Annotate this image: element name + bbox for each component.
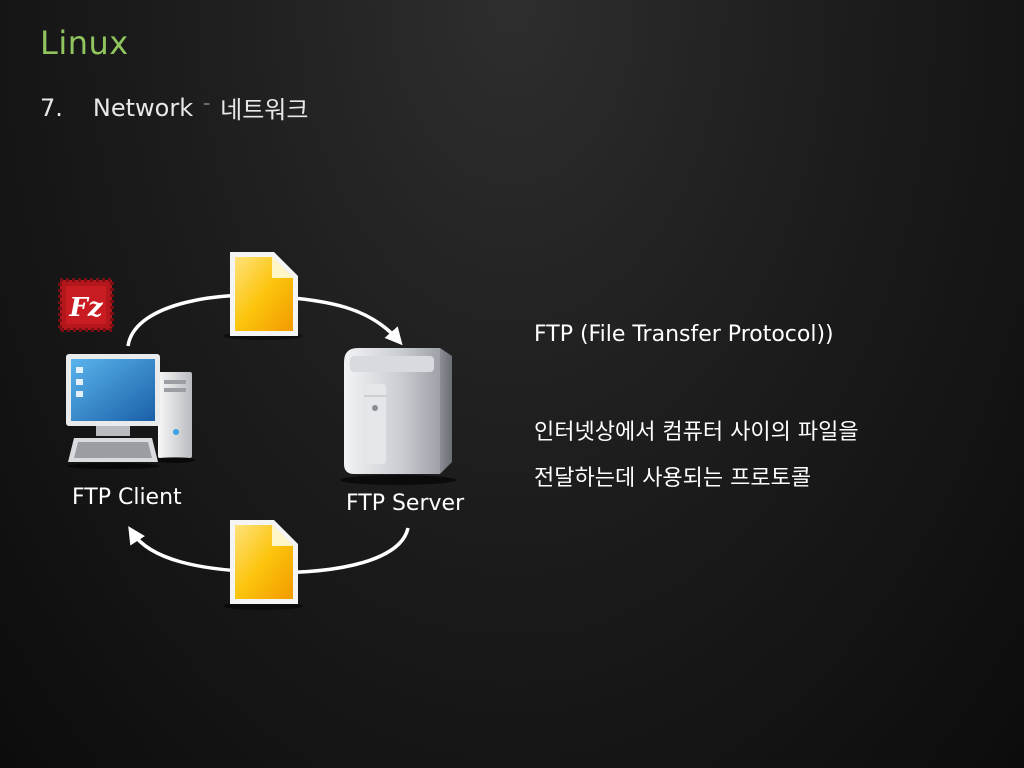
subtitle-korean: 네트워크 (220, 96, 309, 124)
ftp-server-label: FTP Server (346, 491, 465, 516)
description-line-1: 인터넷상에서 컴퓨터 사이의 파일을 (534, 420, 859, 445)
subtitle-text: Network (92, 93, 194, 122)
slide-subtitle: 7. Network – 네트워크 (40, 90, 308, 125)
ftp-client-label: FTP Client (72, 485, 182, 510)
subtitle-separator: – (203, 95, 211, 112)
filezilla-logo-icon: Fz (58, 278, 114, 332)
description-heading: FTP (File Transfer Protocol)) (534, 322, 834, 347)
subtitle-number: 7. (40, 93, 63, 122)
desktop-computer-icon (66, 354, 195, 469)
document-icon (223, 520, 303, 610)
server-tower-icon (340, 348, 456, 485)
description-line-2: 전달하는데 사용되는 프로토콜 (534, 466, 812, 491)
svg-text:Fz: Fz (68, 293, 103, 323)
slide-title: Linux (40, 24, 129, 62)
document-icon (223, 252, 303, 340)
